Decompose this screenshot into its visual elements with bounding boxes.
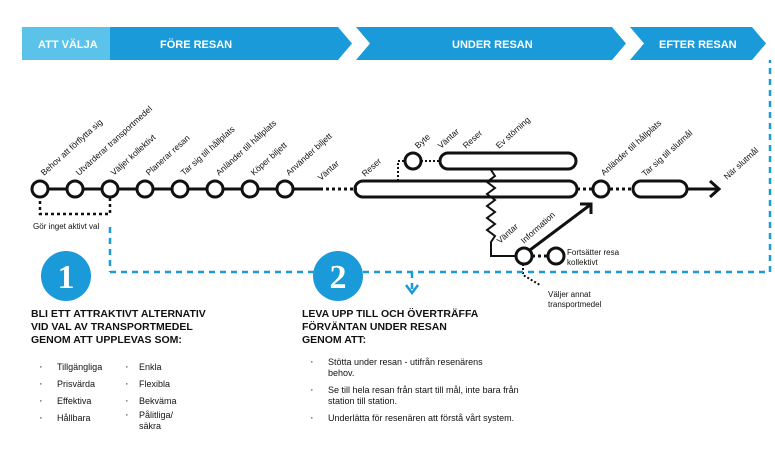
panel-exceed-title-line: FÖRVÄNTAN UNDER RESAN <box>302 321 447 333</box>
label-information: Information <box>519 209 557 245</box>
node-fortsatter <box>546 246 566 266</box>
travel-capsule-transfer <box>438 151 578 171</box>
panel-attract-list-2: Enkla Flexibla Bekväma Pålitliga/ säkra <box>121 359 221 432</box>
badge-two-number: 2 <box>330 259 347 296</box>
list-item: Prisvärda <box>31 376 121 393</box>
label-valjer-annat-line: transportmedel <box>548 300 602 309</box>
label-ev-storning: Ev störning <box>494 114 532 150</box>
label-nar-slutmal: När slutmål <box>722 145 761 181</box>
phase-under-resan-bg <box>356 27 626 60</box>
node-anvander <box>275 179 295 199</box>
journey-nodes <box>30 151 611 266</box>
panel-attract-lists: Tillgängliga Prisvärda Effektiva Hållbar… <box>31 359 271 432</box>
badge-one: 1 <box>41 251 91 301</box>
badge-one-number: 1 <box>58 259 75 296</box>
alternate-transport-path <box>522 264 541 286</box>
label-fortsatter-line: kollektivt <box>567 258 598 267</box>
badge-two: 2 <box>313 251 363 301</box>
list-item: Underlätta för resenären att förstå vårt… <box>302 413 518 424</box>
no-choice-branch <box>38 189 112 216</box>
node-vantar-storning <box>514 246 534 266</box>
phase-fore-resan-bg <box>110 27 352 60</box>
phase-att-valja-bg <box>22 27 110 60</box>
node-tar-sig <box>170 179 190 199</box>
journey-lines <box>38 151 722 286</box>
node-anlander <box>205 179 225 199</box>
panel-attract-list-1: Tillgängliga Prisvärda Effektiva Hållbar… <box>31 359 121 432</box>
goal-brackets <box>108 60 772 290</box>
label-behov: Behov att förflytta sig <box>39 117 105 178</box>
label-fortsatter-line: Fortsätter resa <box>567 248 620 257</box>
node-valjer <box>100 179 120 199</box>
disruption-zigzag <box>485 169 516 257</box>
node-koper <box>240 179 260 199</box>
step-labels: Behov att förflytta sig Utvärderar trans… <box>39 104 761 246</box>
phase-header: ATT VÄLJA FÖRE RESAN UNDER RESAN EFTER R… <box>22 27 766 60</box>
badge-two-circle <box>313 251 363 301</box>
panel-exceed-list: Stötta under resan - utifrån resenärens … <box>302 357 532 424</box>
list-item: Enkla <box>121 359 221 376</box>
node-utvarderar <box>65 179 85 199</box>
label-valjer-annat-line: Väljer annat <box>548 290 591 299</box>
label-byte: Byte <box>413 131 433 150</box>
list-item: Tillgängliga <box>31 359 121 376</box>
panel-exceed-title-line: LEVA UPP TILL OCH ÖVERTRÄFFA <box>302 308 479 320</box>
label-vantar: Väntar <box>316 158 341 182</box>
list-item: Bekväma <box>121 393 221 410</box>
node-planerar <box>135 179 155 199</box>
panel-exceed-title: LEVA UPP TILL OCH ÖVERTRÄFFA FÖRVÄNTAN U… <box>302 308 532 347</box>
label-anlander: Anländer till hållplats <box>214 118 279 178</box>
list-item: Flexibla <box>121 376 221 393</box>
phase-fore-resan-label: FÖRE RESAN <box>160 38 232 51</box>
label-reser2: Reser <box>461 128 485 151</box>
phase-efter-resan-label: EFTER RESAN <box>659 39 737 51</box>
label-gor-inget: Gör inget aktivt val <box>33 222 99 231</box>
list-item: Hållbara <box>31 410 121 427</box>
panel-exceed-title-line: GENOM ATT: <box>302 334 367 346</box>
bracket-arrow-head <box>405 284 419 296</box>
panel-attract: BLI ETT ATTRAKTIVT ALTERNATIV VID VAL AV… <box>31 308 271 432</box>
list-item: Effektiva <box>31 393 121 410</box>
panel-exceed: LEVA UPP TILL OCH ÖVERTRÄFFA FÖRVÄNTAN U… <box>302 308 532 430</box>
list-item: Se till hela resan från start till mål, … <box>302 385 528 407</box>
phase-under-resan-label: UNDER RESAN <box>452 39 533 51</box>
node-byte <box>403 151 423 171</box>
node-anlander-hpl <box>591 179 611 199</box>
panel-attract-title-line: BLI ETT ATTRAKTIVT ALTERNATIV <box>31 308 206 320</box>
badge-one-circle <box>41 251 91 301</box>
information-arrow-head <box>580 202 593 214</box>
label-vantar2: Väntar <box>436 126 461 150</box>
phase-att-valja-label: ATT VÄLJA <box>38 38 98 51</box>
list-item: Pålitliga/ säkra <box>121 410 189 432</box>
final-arrow-head <box>709 179 722 199</box>
panel-attract-title-line: VID VAL AV TRANSPORTMEDEL <box>31 321 193 333</box>
panel-attract-title-line: GENOM ATT UPPLEVAS SOM: <box>31 334 182 346</box>
information-arrow <box>529 203 591 252</box>
list-item: Stötta under resan - utifrån resenärens … <box>302 357 498 379</box>
label-reser: Reser <box>360 156 384 179</box>
travel-capsule-main <box>353 179 579 199</box>
node-behov <box>30 179 50 199</box>
phase-efter-resan-bg <box>630 27 766 60</box>
panel-attract-title: BLI ETT ATTRAKTIVT ALTERNATIV VID VAL AV… <box>31 308 271 347</box>
label-vantar3: Väntar <box>495 221 520 245</box>
after-capsule <box>631 179 689 199</box>
